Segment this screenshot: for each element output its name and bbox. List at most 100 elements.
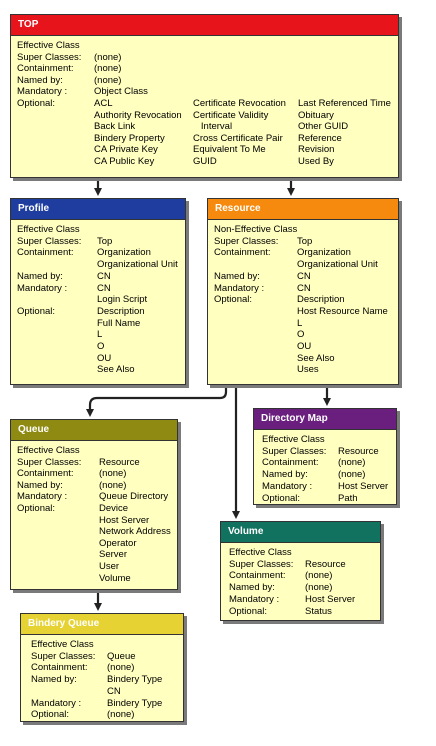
attribute-value: (none) bbox=[94, 51, 122, 63]
attribute-label: Super Classes: bbox=[17, 235, 82, 247]
attribute-label: Mandatory : bbox=[17, 282, 68, 294]
attribute-label: Containment: bbox=[31, 662, 88, 674]
arrow-resource-to-queue bbox=[86, 385, 228, 417]
attribute-value: CN bbox=[107, 685, 121, 697]
attribute-value: Path bbox=[338, 492, 358, 504]
attribute-value: Back Link bbox=[94, 121, 136, 133]
attribute-value: OU bbox=[297, 341, 312, 352]
attribute-value: Bindery Property bbox=[94, 132, 165, 144]
attribute-value: (none) bbox=[99, 479, 127, 491]
attribute-value: Server bbox=[99, 549, 127, 561]
attribute-label: Effective Class bbox=[17, 40, 80, 51]
attribute-value: CN bbox=[97, 282, 111, 294]
attribute-value: Organizational Unit bbox=[97, 259, 178, 271]
attribute-value: Top bbox=[297, 235, 313, 247]
attribute-label: Optional: bbox=[17, 305, 56, 317]
attribute-value: GUID bbox=[193, 156, 217, 167]
attribute-value: (none) bbox=[107, 709, 135, 721]
class-box-title: Resource bbox=[208, 199, 398, 220]
attribute-value: Certificate Revocation bbox=[193, 98, 286, 109]
attribute-value: L bbox=[97, 329, 103, 341]
attribute-label: Named by: bbox=[17, 479, 63, 491]
attribute-label: Named by: bbox=[17, 270, 63, 282]
attribute-value: Used By bbox=[298, 156, 334, 167]
attribute-value: See Also bbox=[297, 352, 335, 364]
attribute-label: Optional: bbox=[31, 709, 70, 721]
attribute-value: Revision bbox=[298, 144, 335, 156]
attribute-label: Containment: bbox=[17, 247, 74, 259]
attribute-label: Named by: bbox=[262, 469, 308, 481]
attribute-value: (none) bbox=[94, 74, 122, 86]
attribute-value: Authority Revocation bbox=[94, 109, 182, 121]
attribute-value: Host Resource Name bbox=[297, 305, 388, 317]
attribute-value: See Also bbox=[97, 364, 135, 376]
attribute-label: Super Classes: bbox=[229, 558, 294, 570]
attribute-value: Status bbox=[305, 605, 332, 617]
attribute-value: Volume bbox=[99, 572, 131, 584]
attribute-value: Uses bbox=[297, 364, 319, 376]
attribute-value: Top bbox=[97, 235, 113, 247]
attribute-value: Obituary bbox=[298, 109, 334, 121]
attribute-value: (none) bbox=[338, 469, 366, 481]
attribute-value: Organization bbox=[297, 247, 351, 259]
attribute-value: Cross Certificate Pair bbox=[193, 132, 283, 144]
attribute-label: Named by: bbox=[214, 270, 260, 282]
attribute-label: Containment: bbox=[214, 247, 271, 259]
attribute-label: Effective Class bbox=[17, 445, 80, 456]
attribute-label: Named by: bbox=[31, 674, 77, 686]
attribute-label: Super Classes: bbox=[17, 51, 82, 63]
attribute-value: Organizational Unit bbox=[297, 259, 378, 271]
attribute-value: Network Address bbox=[99, 526, 171, 538]
attribute-value: Organization bbox=[97, 247, 151, 259]
attribute-value: Resource bbox=[99, 456, 140, 468]
attribute-label: Effective Class bbox=[229, 547, 292, 558]
attribute-label: Optional: bbox=[229, 605, 268, 617]
attribute-value: Description bbox=[297, 294, 345, 306]
attribute-value: O bbox=[297, 329, 305, 341]
attribute-value: CN bbox=[297, 270, 311, 282]
attribute-label: Effective Class bbox=[17, 224, 80, 235]
attribute-value: Host Server bbox=[305, 593, 356, 605]
attribute-value: CA Public Key bbox=[94, 156, 155, 167]
attribute-value: (none) bbox=[305, 570, 333, 582]
attribute-label: Optional: bbox=[17, 503, 56, 514]
attribute-value: Queue bbox=[107, 650, 136, 662]
attribute-value: Full Name bbox=[97, 317, 141, 329]
attribute-value: (none) bbox=[94, 63, 122, 75]
attribute-label: Effective Class bbox=[31, 639, 94, 650]
attribute-label: Containment: bbox=[229, 570, 286, 582]
attribute-value: Operator bbox=[99, 537, 137, 549]
attribute-value: Interval bbox=[193, 121, 233, 133]
attribute-value: CN bbox=[297, 282, 311, 294]
attribute-value: Object Class bbox=[94, 86, 148, 98]
attribute-label: Super Classes: bbox=[214, 235, 279, 247]
attribute-value: Login Script bbox=[97, 294, 148, 306]
attribute-value: Description bbox=[97, 305, 145, 317]
attribute-value: L bbox=[297, 317, 303, 329]
attribute-value: OU bbox=[97, 352, 112, 364]
attribute-value: (none) bbox=[99, 468, 127, 480]
attribute-label: Effective Class bbox=[262, 434, 325, 445]
attribute-label: Super Classes: bbox=[262, 445, 327, 457]
attribute-label: Non-Effective Class bbox=[214, 224, 298, 235]
class-box-title: Directory Map bbox=[254, 409, 396, 430]
class-box-title: TOP bbox=[11, 15, 398, 36]
attribute-label: Super Classes: bbox=[31, 650, 96, 662]
attribute-label: Named by: bbox=[229, 582, 275, 594]
attribute-value: Device bbox=[99, 503, 129, 514]
attribute-value: Equivalent To Me bbox=[193, 144, 266, 156]
attribute-label: Super Classes: bbox=[17, 456, 82, 468]
attribute-label: Mandatory : bbox=[31, 697, 82, 709]
attribute-value: O bbox=[97, 341, 105, 352]
attribute-value: Reference bbox=[298, 132, 342, 144]
attribute-value: Bindery Type bbox=[107, 674, 163, 686]
attribute-value: (none) bbox=[107, 662, 135, 674]
attribute-value: Certificate Validity bbox=[193, 109, 269, 121]
attribute-value: (none) bbox=[338, 457, 366, 469]
attribute-value: CN bbox=[97, 270, 111, 282]
